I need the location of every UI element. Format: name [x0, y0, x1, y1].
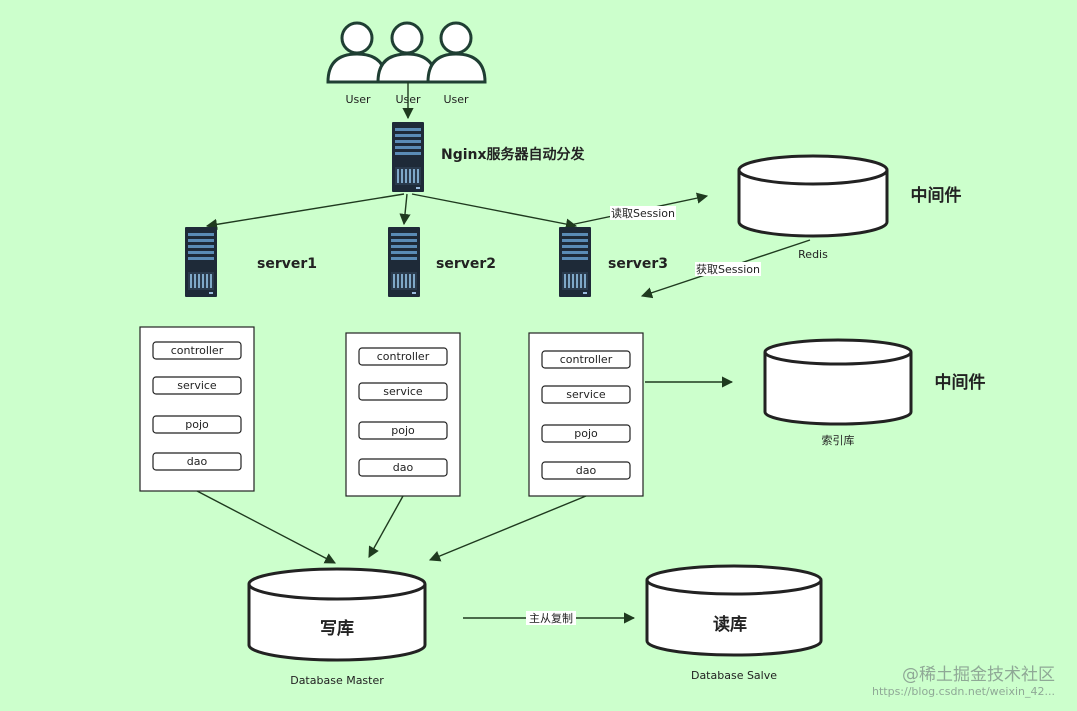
read-db-cylinder [645, 564, 823, 657]
layer-service [541, 385, 631, 404]
server1-icon [185, 227, 217, 297]
layer-dao [541, 461, 631, 480]
layer-label: pojo [574, 427, 598, 440]
watermark-url: https://blog.csdn.net/weixin_42... [871, 685, 1055, 698]
layer-pojo [541, 424, 631, 443]
layer-label: dao [576, 464, 597, 477]
user-icon [376, 21, 438, 84]
layer-label: pojo [391, 424, 415, 437]
users-group: User User User [326, 21, 487, 106]
layer-stack-3: controller service pojo dao [528, 332, 644, 497]
write-db-cylinder [247, 567, 427, 662]
nginx-label: Nginx服务器自动分发 [441, 146, 586, 163]
user-icon [326, 21, 388, 84]
edge-label-bg [695, 262, 761, 276]
arrow-nginx-to-server3 [411, 193, 578, 230]
server2-label: server2 [436, 256, 496, 272]
redis-cylinder [737, 154, 889, 238]
server3-icon [559, 227, 591, 297]
layer-label: service [177, 379, 217, 392]
write-db-caption: Database Master [290, 674, 384, 687]
layer-controller [541, 350, 631, 369]
user-icon [426, 21, 487, 84]
layer-controller [152, 341, 242, 360]
server1-label: server1 [257, 256, 317, 272]
layer-label: dao [393, 461, 414, 474]
server3-label: server3 [608, 256, 668, 272]
layer-label: service [566, 388, 606, 401]
redis-title: 中间件 [911, 185, 962, 206]
layer-label: controller [171, 344, 224, 357]
layer-label: dao [187, 455, 208, 468]
layer-label: controller [560, 353, 613, 366]
write-db-title: 写库 [320, 618, 354, 639]
user-label: User [345, 93, 371, 106]
redis-caption: Redis [798, 248, 828, 261]
layer-label: pojo [185, 418, 209, 431]
edge-label-replication: 主从复制 [529, 611, 573, 625]
layer-stack-1: controller service pojo dao [139, 326, 255, 492]
layer-label: service [383, 385, 423, 398]
watermark-brand: @稀土掘金技术社区 [902, 665, 1055, 685]
edge-label-bg [526, 611, 576, 625]
arrow-stack2-to-write-db [368, 495, 404, 558]
layer-controller [358, 347, 448, 366]
read-db-title: 读库 [713, 614, 747, 635]
index-store-caption: 索引库 [822, 433, 855, 447]
layer-pojo [152, 415, 242, 434]
server2-icon [388, 227, 420, 297]
arrow-stack1-to-write-db [196, 490, 336, 564]
layer-stack-2: controller service pojo dao [345, 332, 461, 497]
user-label: User [443, 93, 469, 106]
layer-service [358, 382, 448, 401]
edge-label-read-session: 读取Session [611, 206, 675, 220]
nginx-server-icon [392, 122, 424, 192]
edge-label-bg [610, 206, 676, 220]
layer-dao [358, 458, 448, 477]
arrow-nginx-to-server2 [399, 193, 411, 226]
arrow-nginx-to-server1 [205, 193, 405, 230]
read-db-caption: Database Salve [691, 669, 777, 682]
layer-pojo [358, 421, 448, 440]
layer-dao [152, 452, 242, 471]
index-store-title: 中间件 [935, 372, 986, 393]
index-store-cylinder [763, 338, 913, 426]
arrow-stack3-to-write-db [428, 495, 587, 562]
layer-service [152, 376, 242, 395]
watermark: @稀土掘金技术社区 https://blog.csdn.net/weixin_4… [871, 665, 1055, 698]
edge-label-get-session: 获取Session [696, 263, 760, 276]
layer-label: controller [377, 350, 430, 363]
